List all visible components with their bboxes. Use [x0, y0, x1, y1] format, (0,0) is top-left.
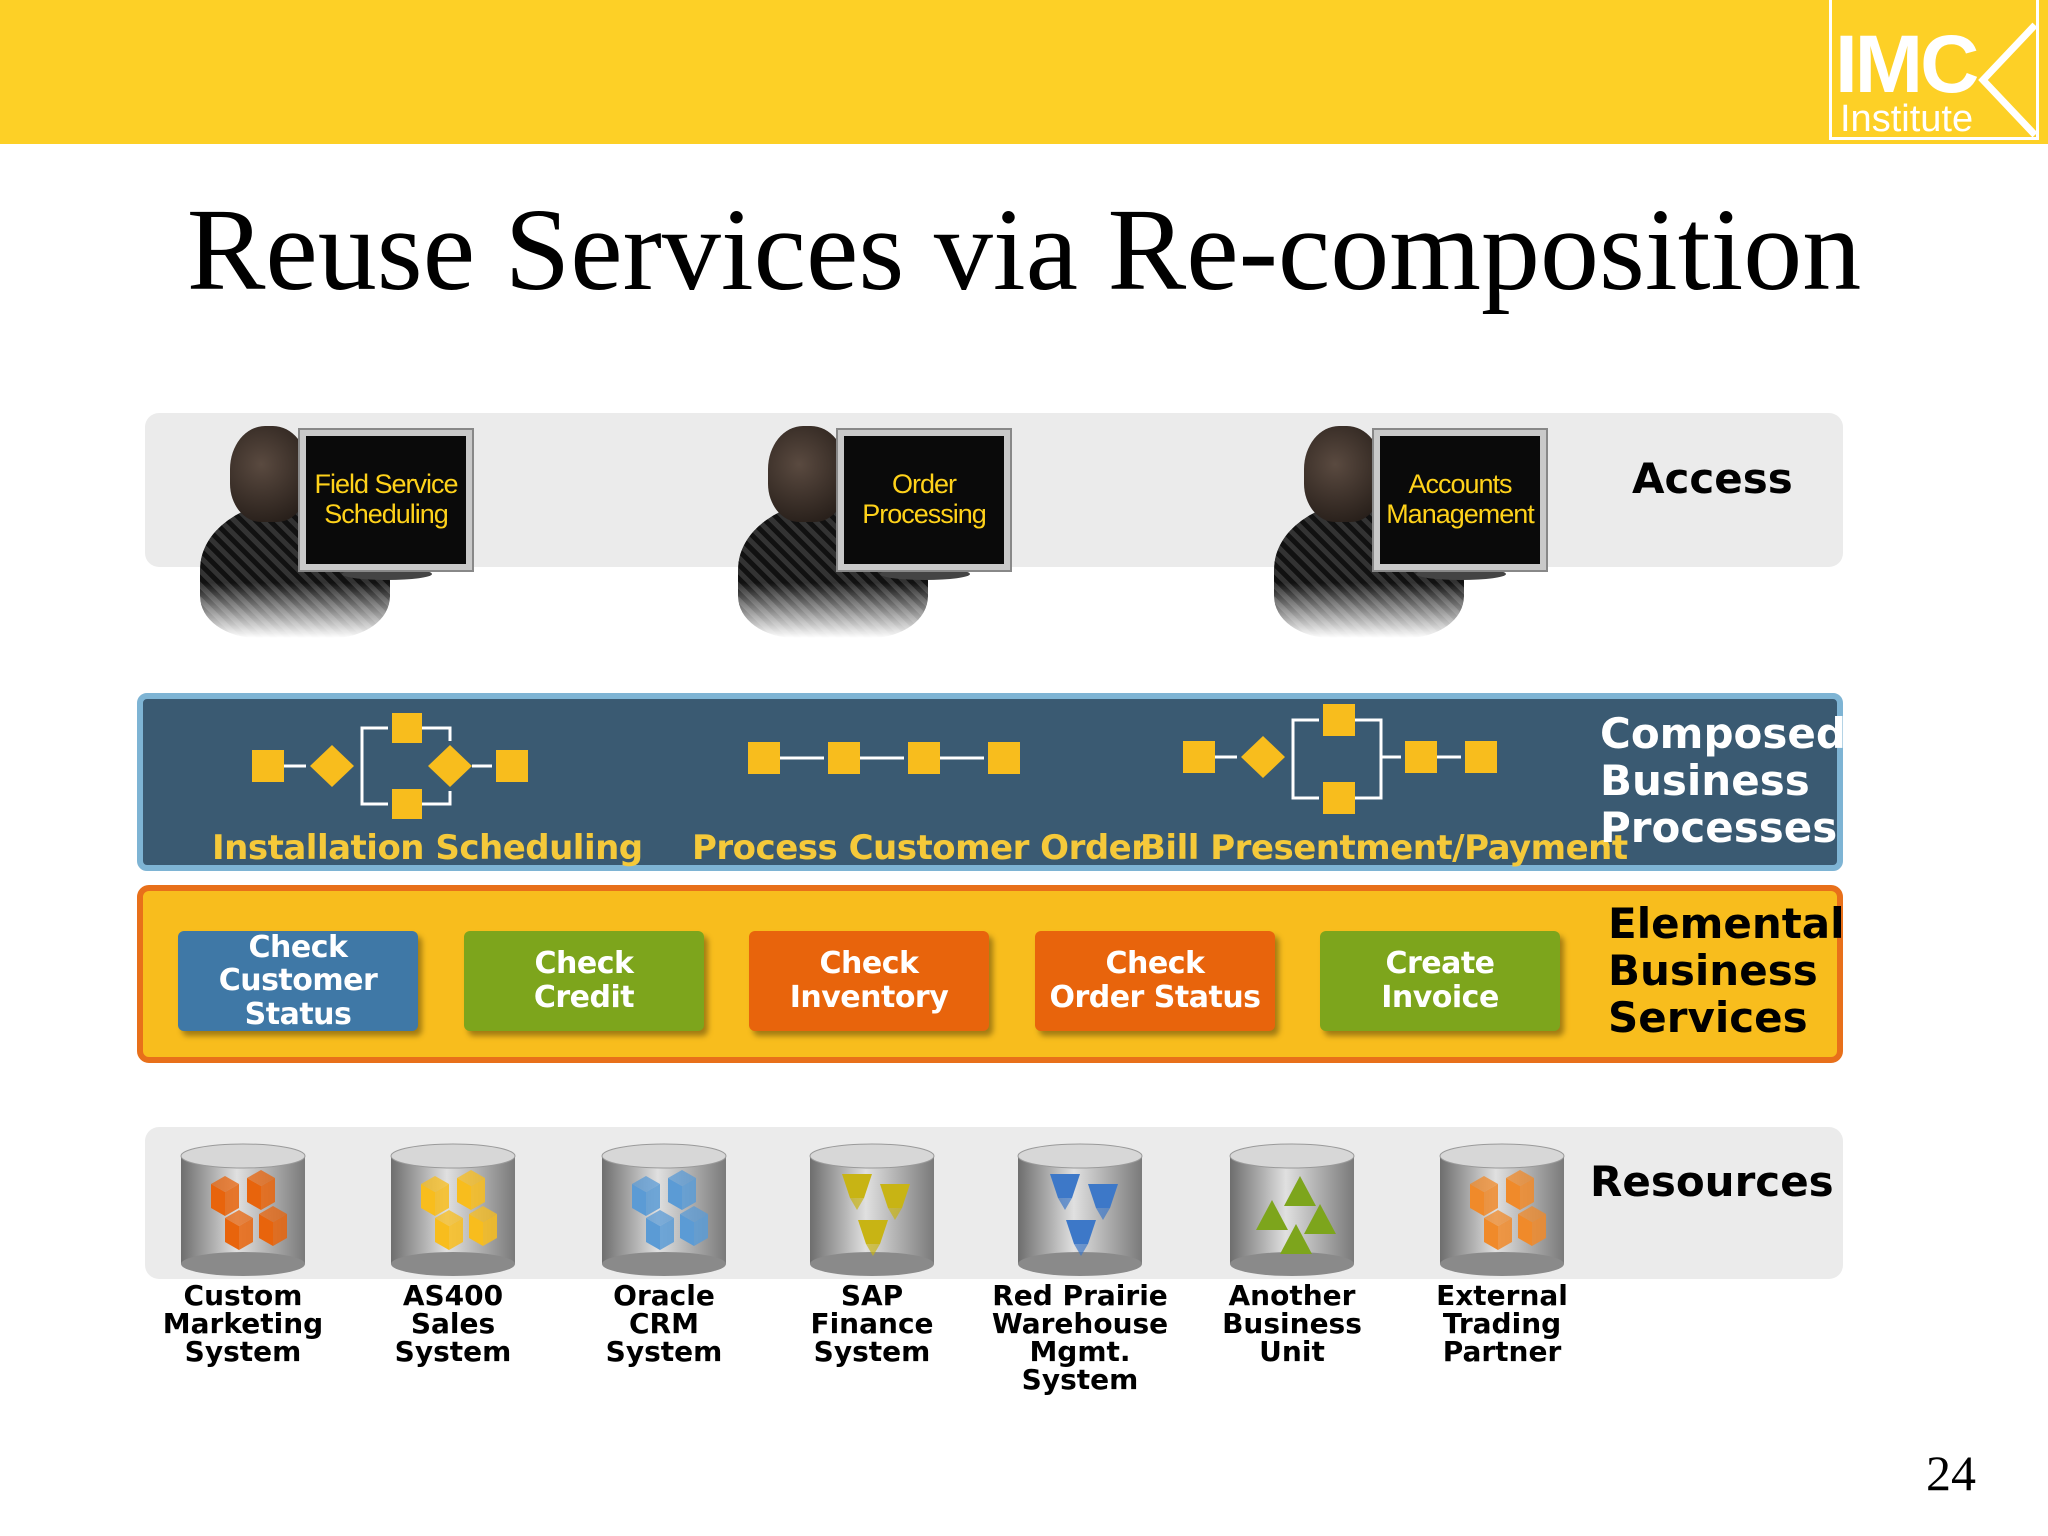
user-workstation-2: Order Processing [738, 418, 1018, 638]
logo-sub-text: Institute [1840, 98, 1974, 140]
header-band [0, 0, 1815, 144]
database-icon [601, 1143, 727, 1276]
process-customer-order: Process Customer Order [692, 828, 1148, 868]
person-head-icon [768, 426, 846, 522]
flow-process-customer-order [748, 742, 1020, 774]
logo-frame [1829, 0, 2039, 140]
resources-label: Resources [1590, 1157, 1834, 1206]
composed-label: Composed Business Processes [1600, 709, 1846, 853]
imc-logo: IMC Institute [1815, 0, 2048, 144]
screen-accounts-management: Accounts Management [1374, 430, 1546, 570]
monitor-base [342, 568, 432, 580]
flow-installation-scheduling [252, 713, 528, 819]
access-label: Access [1632, 454, 1793, 503]
user-workstation-3: Accounts Management [1274, 418, 1554, 638]
flow-bill-presentment [1183, 704, 1497, 814]
monitor-base [1416, 568, 1506, 580]
database-icon [1017, 1143, 1143, 1276]
logo-main-text: IMC [1835, 19, 1979, 110]
database-icon [180, 1143, 306, 1276]
page-number: 24 [1926, 1445, 1976, 1501]
database-icon [1229, 1143, 1355, 1276]
process-bill-presentment: Bill Presentment/Payment [1140, 828, 1628, 868]
person-head-icon [1304, 426, 1382, 522]
logo-chevron-icon [1978, 22, 2038, 138]
database-icon [390, 1143, 516, 1276]
database-icon [809, 1143, 935, 1276]
screen-field-service-scheduling: Field Service Scheduling [300, 430, 472, 570]
person-head-icon [230, 426, 308, 522]
elemental-label: Elemental Business Services [1608, 899, 1845, 1043]
monitor-base [880, 568, 970, 580]
slide-title: Reuse Services via Re-composition [186, 184, 1862, 315]
user-workstation-1: Field Service Scheduling [200, 418, 480, 638]
process-installation-scheduling: Installation Scheduling [212, 828, 643, 868]
database-icon [1439, 1143, 1565, 1276]
screen-order-processing: Order Processing [838, 430, 1010, 570]
